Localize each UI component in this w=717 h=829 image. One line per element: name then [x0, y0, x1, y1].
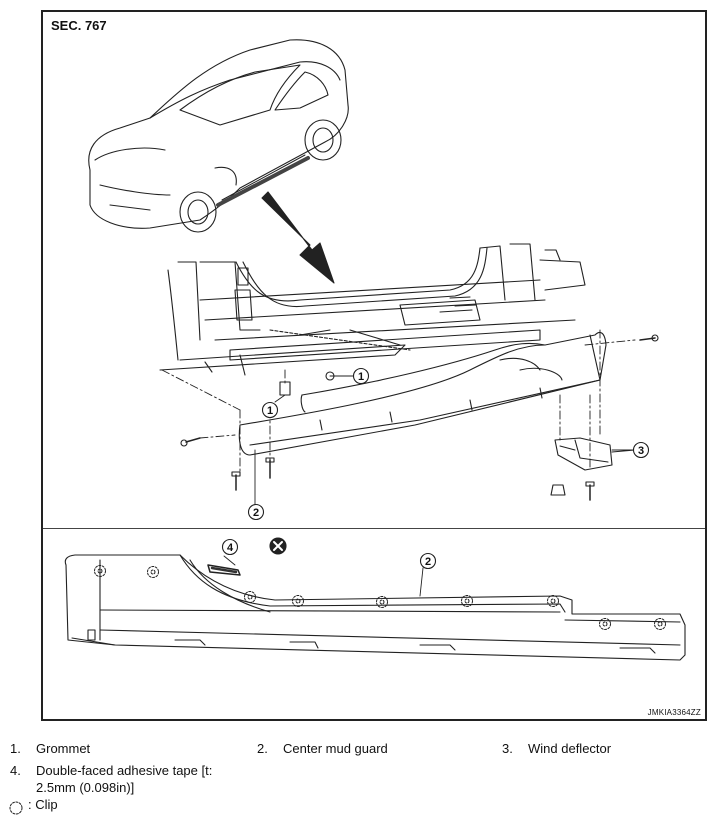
- callout-mud-guard-top: 2: [253, 507, 259, 519]
- wind-deflector-part: [554, 437, 636, 471]
- image-code: JMKIA3364ZZ: [647, 708, 701, 717]
- diagram-frame: SEC. 767 JMKIA3364ZZ: [41, 10, 707, 721]
- mud-guard-inner-view: [64, 554, 686, 661]
- callout-grommet-a: 1: [358, 371, 364, 383]
- legend-item: 2.Center mud guard: [257, 741, 388, 756]
- body-side-panel: [159, 243, 586, 376]
- clip-symbols: [9, 565, 666, 815]
- callout-adhesive-tape: 4: [227, 542, 234, 554]
- leader-lines: [223, 375, 635, 597]
- legend-item: 1.Grommet: [10, 741, 91, 756]
- legend-item: 4.Double-faced adhesive tape [t: 2.5mm (…: [10, 763, 213, 795]
- section-label: SEC. 767: [51, 18, 107, 33]
- callout-circles: [221, 367, 650, 570]
- callout-wind-deflector: 3: [638, 445, 644, 457]
- car-illustration: [88, 39, 349, 233]
- legend-item: 3.Wind deflector: [502, 741, 612, 756]
- clip-legend: : Clip: [10, 797, 58, 812]
- section-divider: [43, 528, 705, 529]
- callout-mud-guard-bottom: 2: [425, 556, 431, 568]
- fasteners: [180, 334, 659, 501]
- direction-arrow: [261, 191, 335, 284]
- center-mud-guard-exploded: [238, 331, 607, 456]
- clip-legend-text: : Clip: [28, 797, 58, 812]
- do-not-reuse-icon: [269, 537, 287, 555]
- callout-grommet-b: 1: [267, 405, 273, 417]
